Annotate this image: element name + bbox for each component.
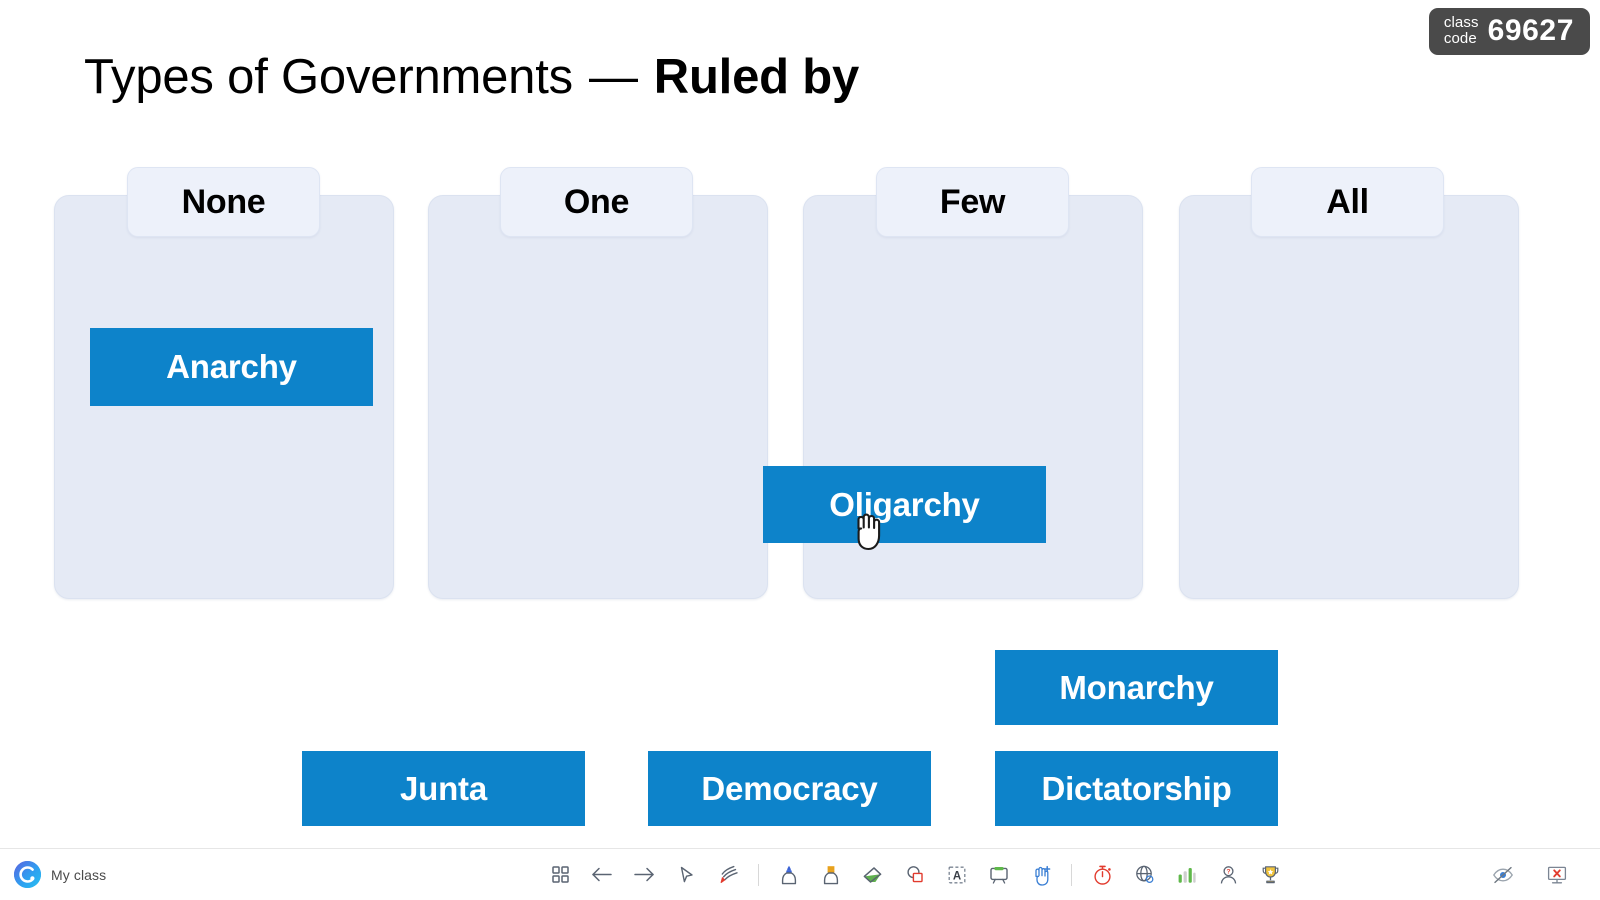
text-box-tool-icon[interactable]: A	[936, 855, 978, 895]
toolbar-center-group: A	[400, 855, 1430, 895]
laser-pointer-icon[interactable]	[665, 855, 707, 895]
title-dash: —	[588, 50, 638, 104]
quick-poll-icon[interactable]	[1165, 855, 1207, 895]
answer-tile-label: Democracy	[701, 769, 878, 807]
answer-tile-label: Anarchy	[166, 348, 297, 385]
next-slide-icon[interactable]	[623, 855, 665, 895]
title-bold-part: Ruled by	[653, 50, 860, 104]
toolbar-divider	[1071, 863, 1072, 886]
answer-tile-monarchy[interactable]: Monarchy	[995, 650, 1278, 725]
answer-tile-label: Oligarchy	[829, 485, 980, 523]
exit-presentation-icon[interactable]	[1536, 855, 1578, 895]
page-title: Types of Governments — Ruled by	[84, 44, 859, 110]
class-code-label: class code	[1443, 14, 1479, 47]
answer-tile-label: Monarchy	[1059, 668, 1214, 706]
svg-text:A: A	[953, 870, 961, 882]
drop-panel-one[interactable]	[428, 195, 768, 599]
toolbar-left-group: My class	[0, 861, 400, 888]
class-code-badge[interactable]: class code 69627	[1428, 8, 1590, 55]
drop-panel-tab-all: All	[1251, 167, 1444, 237]
drag-drop-icon[interactable]	[1020, 855, 1062, 895]
whiteboard-icon[interactable]	[978, 855, 1020, 895]
answer-tile-oligarchy[interactable]: Oligarchy	[763, 466, 1046, 543]
answer-tile-junta[interactable]: Junta	[302, 751, 585, 826]
answer-tile-label: Junta	[399, 769, 487, 807]
drop-panel-tab-none: None	[127, 167, 320, 237]
timer-icon[interactable]	[1081, 855, 1123, 895]
svg-text:?: ?	[1226, 869, 1230, 876]
toolbar-divider	[758, 863, 759, 886]
drop-panel-tab-few: Few	[876, 167, 1069, 237]
answer-tile-dictatorship[interactable]: Dictatorship	[995, 751, 1278, 826]
drop-panel-label-none: None	[181, 182, 266, 221]
ink-pen-icon[interactable]	[707, 855, 749, 895]
title-normal-part: Types of Governments	[84, 50, 573, 104]
drop-panel-label-few: Few	[939, 182, 1006, 221]
drop-panel-label-one: One	[563, 182, 630, 221]
eraser-tool-icon[interactable]	[852, 855, 894, 895]
leaderboard-icon[interactable]	[1249, 855, 1291, 895]
name-picker-icon[interactable]: ?	[1207, 855, 1249, 895]
slide-grid-icon[interactable]	[539, 855, 581, 895]
highlighter-tool-icon[interactable]	[810, 855, 852, 895]
class-code-value: 69627	[1487, 14, 1574, 47]
classpoint-toolbar: My class	[0, 848, 1600, 900]
drop-panel-label-all: All	[1326, 182, 1369, 221]
previous-slide-icon[interactable]	[581, 855, 623, 895]
answer-tile-label: Dictatorship	[1041, 769, 1232, 807]
toolbar-right-group	[1430, 855, 1600, 895]
embedded-browser-icon[interactable]	[1123, 855, 1165, 895]
classpoint-logo-icon[interactable]	[14, 861, 41, 888]
drop-panel-all[interactable]	[1179, 195, 1519, 599]
drop-panel-tab-one: One	[500, 167, 693, 237]
answer-tile-democracy[interactable]: Democracy	[648, 751, 931, 826]
hide-toolbar-icon[interactable]	[1482, 855, 1524, 895]
pen-tool-icon[interactable]	[768, 855, 810, 895]
my-class-label[interactable]: My class	[51, 866, 107, 883]
shapes-tool-icon[interactable]	[894, 855, 936, 895]
answer-tile-anarchy[interactable]: Anarchy	[90, 328, 373, 406]
